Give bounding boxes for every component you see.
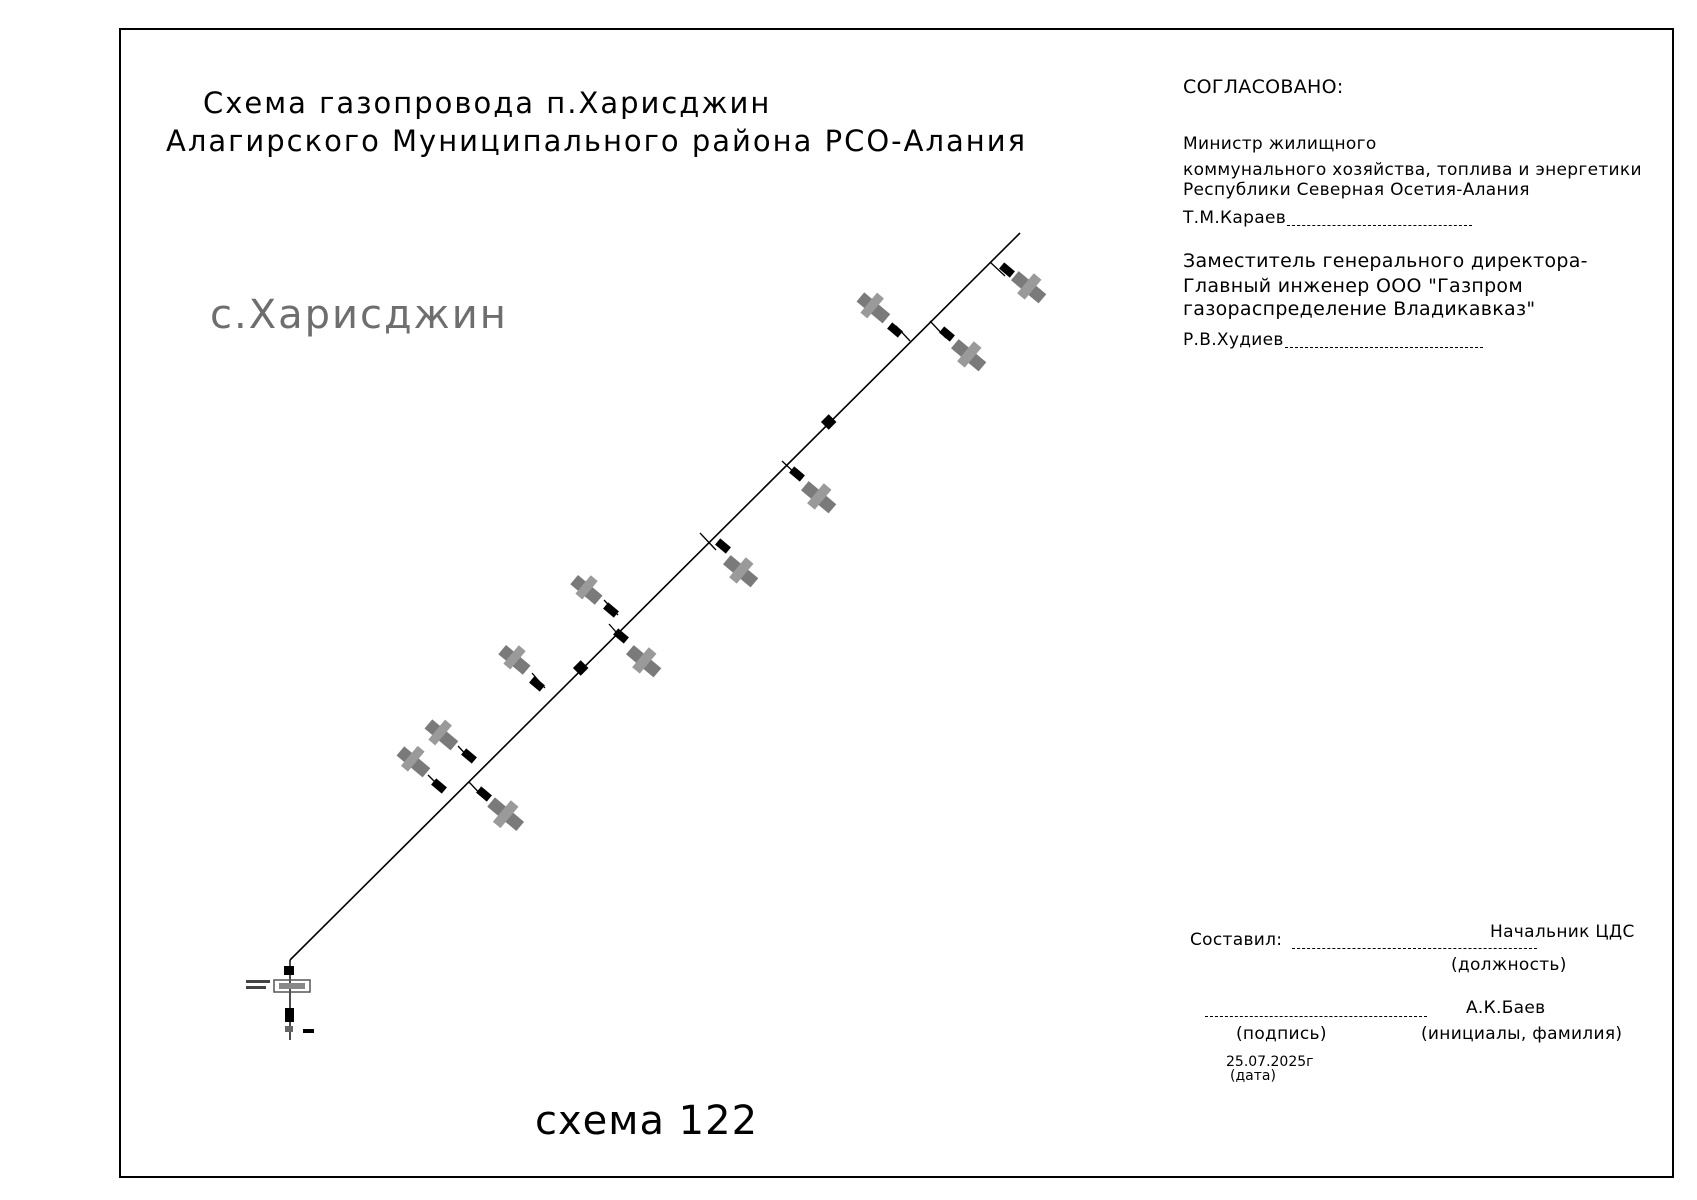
minister-signature-line <box>1287 225 1472 226</box>
deputy-line-3: газораспределение Владикавказ" <box>1183 298 1536 320</box>
service-branch-5 <box>608 623 662 678</box>
pipeline-valve <box>820 414 837 430</box>
scheme-number: схема 122 <box>535 1098 759 1144</box>
compiled-label: Составил: <box>1190 930 1283 950</box>
position-caption: (должность) <box>1451 955 1567 975</box>
main-gas-pipeline <box>289 232 1021 961</box>
position-value: Начальник ЦДС <box>1490 922 1635 942</box>
title-line-2: Алагирского Муниципального района РСО-Ал… <box>166 124 1028 158</box>
service-branch-11 <box>989 261 1047 304</box>
village-label: с.Харисджин <box>210 292 508 338</box>
minister-line-3: Республики Северная Осетия-Алания <box>1183 180 1530 200</box>
service-branch-4 <box>498 644 546 692</box>
service-branch-2 <box>396 745 447 794</box>
deputy-name: Р.В.Худиев <box>1183 330 1284 350</box>
position-line <box>1292 948 1537 949</box>
signature-caption: (подпись) <box>1236 1024 1327 1044</box>
service-branch-8 <box>781 460 837 514</box>
service-branch-10 <box>929 320 987 372</box>
date-value: 25.07.2025г <box>1226 1054 1314 1070</box>
service-branch-9 <box>856 292 911 342</box>
deputy-line-1: Заместитель генерального директора- <box>1183 250 1588 272</box>
service-branch-7 <box>699 532 759 588</box>
service-branch-3 <box>424 719 477 764</box>
name-caption: (инициалы, фамилия) <box>1421 1024 1623 1044</box>
gas-regulation-point <box>246 960 314 1040</box>
minister-name: Т.М.Караев <box>1183 208 1287 228</box>
minister-line-1: Министр жилищного <box>1183 134 1377 154</box>
pipeline-valve <box>572 660 589 676</box>
drawing-frame <box>119 28 1674 1178</box>
minister-line-2: коммунального хозяйства, топлива и энерг… <box>1183 160 1642 180</box>
title-line-1: Схема газопровода п.Харисджин <box>203 86 772 120</box>
service-branch-1 <box>468 781 525 832</box>
deputy-line-2: Главный инженер ООО "Газпром <box>1183 275 1523 297</box>
signature-line <box>1205 1016 1427 1017</box>
deputy-signature-line <box>1285 347 1483 348</box>
name-value: А.К.Баев <box>1466 998 1546 1018</box>
service-branch-6 <box>570 574 619 618</box>
approval-heading: СОГЛАСОВАНО: <box>1183 76 1344 98</box>
date-caption: (дата) <box>1230 1068 1276 1084</box>
